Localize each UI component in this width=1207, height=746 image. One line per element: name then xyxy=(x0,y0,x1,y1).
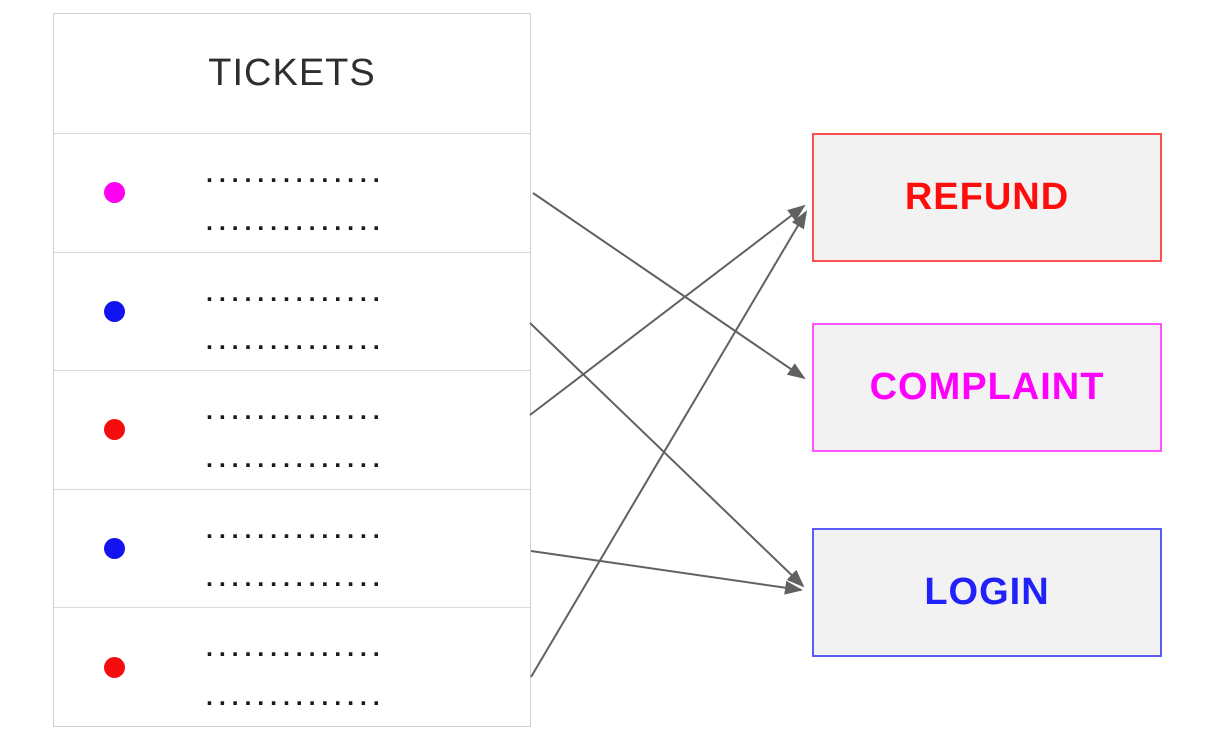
ticket-color-dot xyxy=(104,300,125,322)
tickets-panel-title: TICKETS xyxy=(208,52,376,94)
ticket-text-placeholder: ·············· xyxy=(206,451,386,480)
ticket-color-dot xyxy=(104,538,125,560)
ticket-text-placeholder: ·············· xyxy=(206,570,386,599)
ticket-row-3: ·············· ·············· xyxy=(54,371,530,490)
arrow-ticket-4-to-login xyxy=(530,550,803,595)
category-label-complaint: COMPLAINT xyxy=(869,366,1105,408)
ticket-row-1: ·············· ·············· xyxy=(54,134,530,253)
arrow-ticket-3-to-refund xyxy=(529,204,806,416)
arrow-ticket-2-to-login xyxy=(529,322,805,588)
category-label-login: LOGIN xyxy=(924,571,1050,613)
ticket-row-5: ·············· ·············· xyxy=(54,608,530,726)
ticket-text-placeholder: ·············· xyxy=(206,403,386,432)
category-label-refund: REFUND xyxy=(904,176,1070,218)
ticket-text-placeholder: ·············· xyxy=(206,333,386,362)
ticket-text-placeholder: ·············· xyxy=(206,166,386,195)
category-box-login: LOGIN xyxy=(812,528,1162,657)
arrow-ticket-1-to-complaint xyxy=(532,192,806,380)
tickets-panel: TICKETS ·············· ·············· ··… xyxy=(53,13,531,727)
ticket-text-placeholder: ·············· xyxy=(206,689,386,718)
category-box-complaint: COMPLAINT xyxy=(812,323,1162,452)
category-box-refund: REFUND xyxy=(812,133,1162,262)
ticket-row-2: ·············· ·············· xyxy=(54,253,530,372)
ticket-text-placeholder: ·············· xyxy=(206,522,386,551)
ticket-color-dot xyxy=(104,656,125,678)
arrow-ticket-5-to-refund xyxy=(530,210,808,678)
ticket-text-placeholder: ·············· xyxy=(206,285,386,314)
ticket-text-placeholder: ·············· xyxy=(206,640,386,669)
ticket-row-4: ·············· ·············· xyxy=(54,490,530,609)
tickets-panel-header: TICKETS xyxy=(54,14,530,134)
ticket-color-dot xyxy=(104,182,125,204)
ticket-text-placeholder: ·············· xyxy=(206,214,386,243)
ticket-color-dot xyxy=(104,419,125,441)
